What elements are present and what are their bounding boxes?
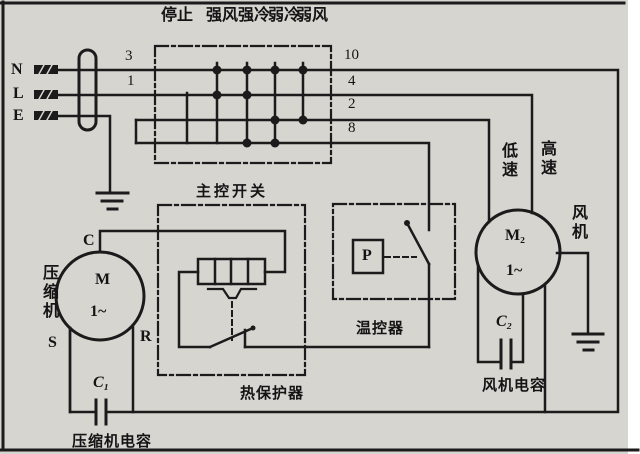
wire-e bbox=[56, 114, 112, 194]
wire-number-10: 10 bbox=[344, 47, 359, 63]
fan-motor-symbol bbox=[474, 208, 590, 414]
main-switch-box bbox=[153, 44, 333, 165]
wire-l-4 bbox=[56, 93, 534, 215]
fan-phase-label: 1~ bbox=[506, 262, 523, 279]
terminal-r-label: R bbox=[140, 328, 152, 345]
compressor-phase-label: 1~ bbox=[90, 303, 107, 320]
terminal-n-label: N bbox=[11, 61, 23, 78]
wire-number-3: 3 bbox=[125, 48, 133, 64]
terminal-c-label: C bbox=[83, 232, 95, 249]
compressor-motor-label: M bbox=[95, 271, 111, 288]
thermal-protector-box bbox=[156, 203, 307, 377]
thermostat-switch-contact bbox=[384, 220, 431, 349]
plug-blade-l-icon bbox=[34, 88, 58, 101]
switch-position-weak-fan: 弱风 bbox=[296, 7, 329, 24]
bimetal-disc-icon bbox=[206, 287, 258, 341]
switch-position-strong-cool: 强冷 bbox=[238, 7, 271, 24]
sensor-p-box bbox=[351, 238, 385, 275]
heater-element-icon bbox=[196, 257, 267, 286]
wire-2 bbox=[134, 118, 491, 224]
wire-c-to-protector bbox=[98, 229, 287, 274]
low-speed-label: 低速 bbox=[499, 142, 516, 180]
fan-motor-label: M₂ bbox=[505, 227, 525, 244]
wire-fan-c2-left bbox=[476, 264, 501, 364]
wire-number-2: 2 bbox=[348, 96, 356, 112]
capacitor-c1-icon bbox=[94, 398, 108, 426]
ground-e-icon bbox=[95, 191, 130, 211]
wire-8 bbox=[134, 141, 431, 232]
switch-position-stop: 停止 bbox=[161, 7, 194, 24]
switch-position-weak-cool: 弱冷 bbox=[268, 7, 301, 24]
sensor-p-label: P bbox=[362, 247, 372, 264]
ground-fan-icon bbox=[571, 332, 605, 352]
thermal-switch-contact bbox=[177, 270, 431, 349]
terminal-l-label: L bbox=[13, 85, 24, 102]
cable-clamp-icon bbox=[77, 48, 98, 132]
terminal-e-label: E bbox=[13, 107, 24, 124]
capacitor-c1-label: C₁ bbox=[93, 374, 110, 391]
thermostat-label: 温控器 bbox=[356, 321, 405, 337]
thermal-protector-label: 热保护器 bbox=[240, 386, 305, 402]
wire-number-4: 4 bbox=[348, 73, 356, 89]
plug-blade-n-icon bbox=[34, 63, 58, 76]
wire-number-1: 1 bbox=[127, 73, 135, 89]
thermostat-box bbox=[331, 202, 457, 301]
main-switch-label: 主控开关 bbox=[196, 184, 269, 200]
switch-matrix-grid bbox=[185, 61, 305, 145]
capacitor-c2-icon bbox=[499, 338, 513, 370]
switch-blade bbox=[405, 221, 431, 266]
plug-blade-e-icon bbox=[34, 109, 58, 122]
capacitor-c2-label: C₂ bbox=[496, 313, 513, 330]
wire-fan-ground bbox=[555, 251, 590, 335]
power-wires bbox=[56, 68, 620, 414]
wire-n-10 bbox=[56, 68, 620, 414]
fan-capacitor-label: 风机电容 bbox=[482, 378, 547, 394]
terminal-s-label: S bbox=[48, 334, 57, 351]
fan-label: 风机 bbox=[569, 204, 586, 242]
compressor-capacitor-label: 压缩机电容 bbox=[72, 434, 153, 450]
wire-number-8: 8 bbox=[348, 120, 356, 136]
wire-fan-c2-right bbox=[511, 292, 525, 364]
compressor-motor-symbol bbox=[54, 229, 287, 414]
high-speed-label: 高速 bbox=[538, 140, 555, 178]
switch-position-strong-fan: 强风 bbox=[206, 7, 239, 24]
bottom-bus-left bbox=[68, 326, 96, 414]
compressor-label: 压缩机 bbox=[40, 264, 57, 321]
switch-contact-dots bbox=[212, 65, 308, 148]
